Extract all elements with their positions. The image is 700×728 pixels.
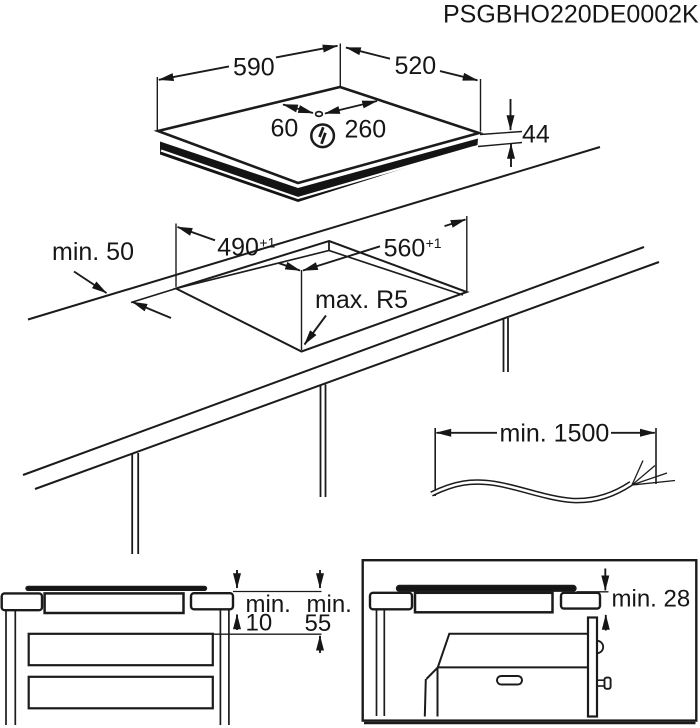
svg-text:590: 590	[233, 54, 275, 82]
svg-text:max. R5: max. R5	[315, 286, 408, 314]
svg-text:+1: +1	[426, 235, 442, 251]
svg-text:560: 560	[384, 234, 426, 262]
svg-text:min.: min.	[246, 591, 291, 618]
svg-text:min. 28: min. 28	[612, 586, 691, 613]
svg-text:min. 1500: min. 1500	[500, 419, 610, 447]
svg-text:55: 55	[305, 610, 332, 637]
svg-text:490: 490	[217, 234, 259, 262]
svg-text:min. 50: min. 50	[52, 238, 134, 266]
svg-text:260: 260	[345, 116, 387, 144]
svg-text:520: 520	[395, 52, 437, 80]
svg-text:PSGBHO220DE0002K: PSGBHO220DE0002K	[443, 1, 699, 29]
svg-text:min.: min.	[307, 591, 352, 618]
svg-text:+1: +1	[259, 235, 275, 251]
svg-text:60: 60	[271, 115, 299, 143]
svg-text:44: 44	[522, 121, 550, 149]
svg-text:10: 10	[246, 610, 273, 637]
